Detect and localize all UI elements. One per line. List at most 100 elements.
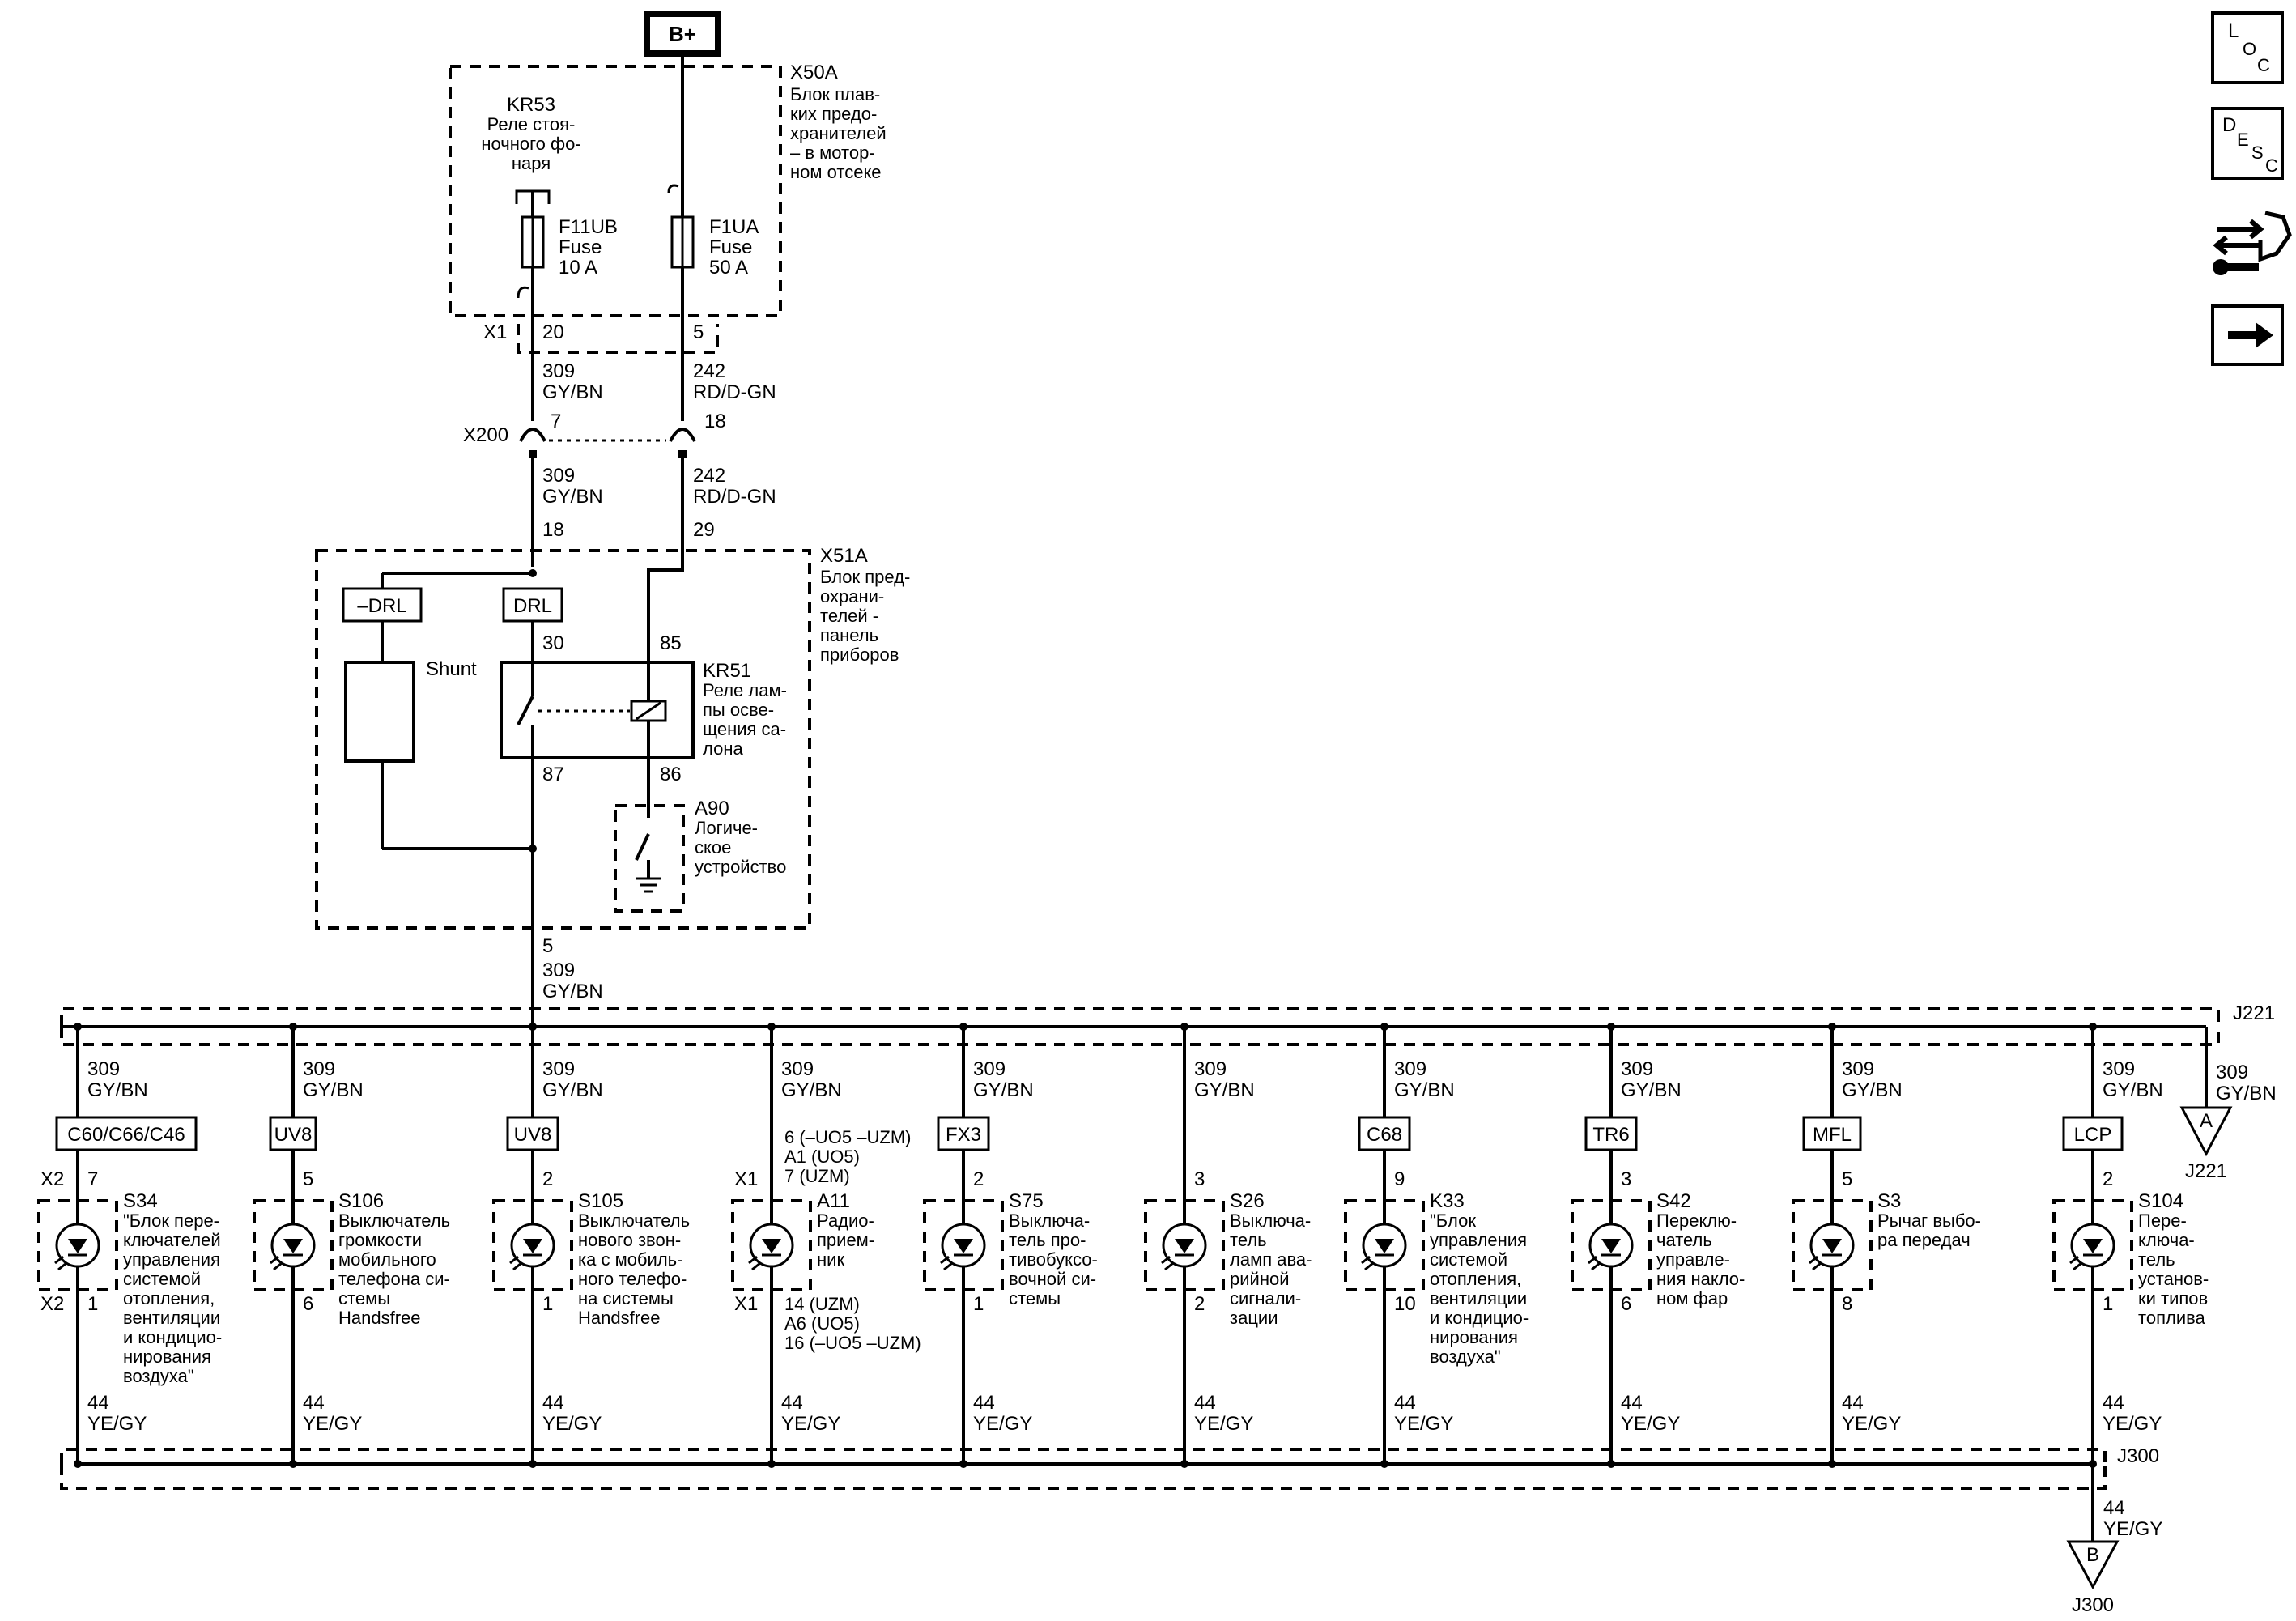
branch-7-description: "Блок <box>1430 1210 1476 1231</box>
kr51-label: KR51 Реле лам- пы осве- щения са- лона <box>703 660 787 759</box>
connector-repair-icon[interactable] <box>2213 211 2292 275</box>
branch-6-pin-bottom: 2 <box>1194 1293 1205 1315</box>
wire-309-color-2: GY/BN <box>542 486 603 508</box>
svg-text:C: C <box>2265 155 2278 176</box>
branch-8-connector-box <box>1584 1116 1638 1151</box>
branch-4-pin-below: 16 (–UO5 –UZM) <box>784 1333 921 1353</box>
x50a-description: Блок плав- ких предо- хранителей – в мот… <box>790 84 887 182</box>
shunt-label: Shunt <box>426 658 477 680</box>
branch-6-splice-dot <box>1180 1023 1188 1031</box>
branch-10-ground-color: YE/GY <box>2103 1413 2162 1435</box>
branch-3-description: на системы <box>578 1288 674 1308</box>
desc-nav-button[interactable]: D E S C <box>2211 107 2284 180</box>
svg-text:Реле лам-: Реле лам- <box>703 680 787 700</box>
svg-text:– в мотор-: – в мотор- <box>790 143 875 163</box>
f11ub-label: F11UB Fuse 10 A <box>559 216 618 279</box>
branch-8-switch-outline <box>1571 1199 1652 1291</box>
branch-8-description: S42 <box>1656 1190 1691 1212</box>
branch-7-pin-bottom: 10 <box>1394 1293 1416 1315</box>
branch-1-connector-box <box>55 1116 198 1151</box>
branch-1-top-connector: X2 <box>40 1168 64 1190</box>
branch-7-wire-circuit: 309 <box>1394 1058 1426 1080</box>
svg-text:ночного фо-: ночного фо- <box>481 134 580 154</box>
shunt-resistor <box>344 661 415 763</box>
branch-9-wire-circuit: 309 <box>1842 1058 1874 1080</box>
svg-text:44: 44 <box>2103 1497 2125 1519</box>
branch-6-description: Выключа- <box>1230 1210 1311 1231</box>
branch-7-ground-dot <box>1380 1460 1388 1468</box>
branch-1-description: системой <box>123 1269 201 1289</box>
branch-6-pin-top: 3 <box>1194 1168 1205 1190</box>
loc-nav-button[interactable]: L O C <box>2211 11 2284 84</box>
x200-connector-a <box>519 428 546 442</box>
branch-2-pin-top: 5 <box>303 1168 313 1190</box>
branch-2-description: телефона си- <box>338 1269 450 1289</box>
x1-pin-20: 20 <box>542 321 564 343</box>
svg-text:D: D <box>2222 114 2236 136</box>
branch-5-ground-dot <box>959 1460 967 1468</box>
a90-label: A90 Логиче- ское устройство <box>695 798 786 877</box>
svg-text:A90: A90 <box>695 798 729 819</box>
branch-3-description: нового звон- <box>578 1230 681 1250</box>
branch-8-description: ния накло- <box>1656 1269 1745 1289</box>
branch-9-splice-dot <box>1828 1023 1836 1031</box>
branch-3-connector-label: UV8 <box>514 1124 552 1146</box>
svg-text:309: 309 <box>2216 1062 2248 1083</box>
branch-1-description: "Блок пере- <box>123 1210 219 1231</box>
branch-4-description: A11 <box>817 1190 850 1212</box>
x1-label: X1 <box>483 321 507 343</box>
branch-4-ground-circuit: 44 <box>781 1392 803 1414</box>
branch-1-description: S34 <box>123 1190 158 1212</box>
svg-text:телей -: телей - <box>820 606 878 626</box>
svg-text:ское: ское <box>695 837 731 857</box>
svg-text:YE/GY: YE/GY <box>2103 1518 2162 1540</box>
wire-309-color: GY/BN <box>542 381 603 403</box>
branch-1-pin-top: 7 <box>87 1168 98 1190</box>
branch-2-connector-box <box>269 1116 317 1151</box>
branch-8-ground-dot <box>1607 1460 1615 1468</box>
svg-text:Логиче-: Логиче- <box>695 818 758 838</box>
next-arrow-button[interactable] <box>2211 304 2284 366</box>
x51a-pin-5: 5 <box>542 935 553 957</box>
branch-2-connector-label: UV8 <box>274 1124 313 1146</box>
branch-6-switch-outline <box>1144 1199 1225 1291</box>
branch-2-description: Handsfree <box>338 1308 421 1328</box>
branch-10-description: Пере- <box>2138 1210 2187 1231</box>
branch-5-pin-bottom: 1 <box>973 1293 984 1315</box>
branch-1-bottom-connector: X2 <box>40 1293 64 1315</box>
branch-9-switch-outline <box>1792 1199 1873 1291</box>
branch-10-description: топлива <box>2138 1308 2206 1328</box>
branch-4-pin-above: 6 (–UO5 –UZM) <box>784 1127 911 1147</box>
branch-5-description: S75 <box>1009 1190 1044 1212</box>
branch-1-description: вентиляции <box>123 1308 220 1328</box>
branch-6-description: ламп ава- <box>1230 1249 1312 1270</box>
svg-text:лона: лона <box>703 738 743 759</box>
branch-3-pin-top: 2 <box>542 1168 553 1190</box>
drl-label: DRL <box>513 595 552 617</box>
branch-10-ground-dot <box>2089 1460 2097 1468</box>
svg-text:хранителей: хранителей <box>790 123 887 143</box>
j221-label: J221 <box>2233 1002 2275 1024</box>
branch-9-pin-bottom: 8 <box>1842 1293 1852 1315</box>
branch-8-description: ном фар <box>1656 1288 1728 1308</box>
branch-5-pin-top: 2 <box>973 1168 984 1190</box>
branch-6-description: S26 <box>1230 1190 1265 1212</box>
branch-1-description: ключателей <box>123 1230 221 1250</box>
offpage-connector-b[interactable]: B J300 44 YE/GY <box>2066 1464 2162 1616</box>
svg-text:Блок плав-: Блок плав- <box>790 84 880 104</box>
svg-text:10 A: 10 A <box>559 257 597 279</box>
branch-5-description: тивобуксо- <box>1009 1249 1098 1270</box>
wire-242-circuit-2: 242 <box>693 465 725 487</box>
svg-text:приборов: приборов <box>820 645 899 665</box>
battery-positive-label: B+ <box>669 22 696 46</box>
neg-drl-box <box>342 587 423 623</box>
kr51-pin-87: 87 <box>542 764 564 785</box>
branch-7-description: отопления, <box>1430 1269 1521 1289</box>
branch-3-description: Выключатель <box>578 1210 690 1231</box>
branch-6-wire-color: GY/BN <box>1194 1079 1255 1101</box>
offpage-connector-a[interactable]: A J221 309 GY/BN <box>2179 1027 2277 1182</box>
branch-1-description: отопления, <box>123 1288 215 1308</box>
branch-1-description: и кондицио- <box>123 1327 222 1347</box>
svg-text:пы осве-: пы осве- <box>703 700 774 720</box>
